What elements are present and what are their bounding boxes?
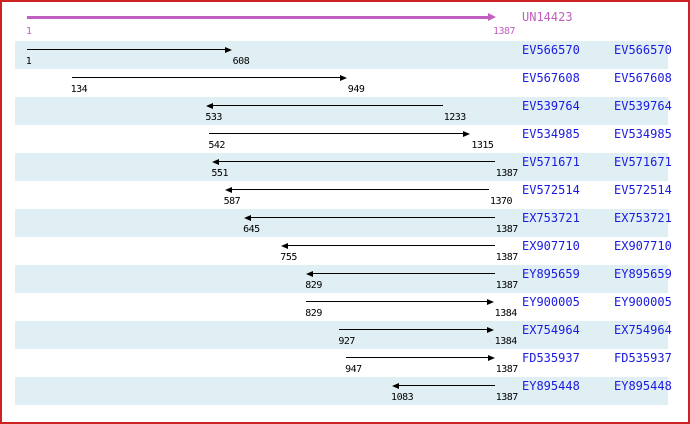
alignment-row: 927 1384 EX754964 EX754964 (15, 321, 672, 349)
alignment-arrow (212, 105, 443, 106)
arrowhead-left-icon (392, 382, 400, 389)
accession-label[interactable]: EV571671 (522, 155, 580, 169)
end-coordinate: 1387 (495, 280, 519, 291)
contig-name: UN14423 (522, 10, 573, 24)
arrowhead-right-icon (339, 74, 347, 81)
alignment-arrow (398, 385, 495, 386)
start-coordinate: 645 (243, 224, 260, 235)
accession-label-duplicate[interactable]: EX753721 (614, 211, 672, 225)
accession-label-duplicate[interactable]: EY895448 (614, 379, 672, 393)
accession-label-duplicate[interactable]: EV534985 (614, 127, 672, 141)
arrowhead-left-icon (306, 270, 314, 277)
arrowhead-left-icon (244, 214, 252, 221)
accession-label-duplicate[interactable]: EY895659 (614, 267, 672, 281)
arrowhead-left-icon (281, 242, 289, 249)
alignment-arrow (209, 133, 465, 134)
start-coordinate: 134 (70, 84, 88, 95)
alignment-row: 533 1233 EV539764 EV539764 (15, 97, 672, 125)
alignment-row: 542 1315 EV534985 EV534985 (15, 125, 671, 153)
start-coordinate: 551 (211, 168, 228, 179)
arrowhead-right-icon (486, 326, 494, 333)
accession-label[interactable]: EV567608 (522, 71, 580, 85)
end-coordinate: 1315 (471, 140, 494, 151)
start-coordinate: 1 (25, 56, 32, 67)
arrowhead-right-icon (224, 46, 232, 53)
accession-label[interactable]: EX753721 (522, 211, 580, 225)
accession-label[interactable]: EV572514 (522, 183, 580, 197)
accession-label-duplicate[interactable]: EX754964 (614, 323, 672, 337)
arrowhead-left-icon (224, 186, 232, 193)
end-coordinate: 1387 (495, 392, 519, 403)
start-coordinate: 947 (345, 364, 362, 375)
accession-label-duplicate[interactable]: EV539764 (614, 99, 672, 113)
alignment-arrow (306, 301, 488, 302)
end-coordinate: 1387 (495, 168, 519, 179)
end-coordinate: 1233 (443, 112, 467, 123)
accession-label[interactable]: EV566570 (522, 43, 580, 57)
end-coordinate: 949 (347, 84, 365, 95)
arrowhead-right-icon (463, 130, 471, 137)
accession-label[interactable]: EV534985 (522, 127, 580, 141)
start-coordinate: 587 (223, 196, 241, 207)
arrowhead-right-icon (487, 354, 495, 361)
arrowhead-left-icon (212, 158, 220, 165)
start-coordinate: 829 (305, 308, 322, 319)
alignment-row: 829 1384 EY900005 EY900005 (15, 293, 672, 321)
accession-label-duplicate[interactable]: EV572514 (614, 183, 672, 197)
accession-label[interactable]: FD535937 (522, 351, 580, 365)
start-coordinate: 755 (280, 252, 297, 263)
alignment-arrow (230, 189, 489, 190)
alignment-arrow (346, 357, 489, 358)
end-coordinate: 1387 (495, 252, 519, 263)
accession-label[interactable]: EX754964 (522, 323, 580, 337)
contig-arrowhead-icon (488, 13, 496, 21)
alignment-row: 1 608 EV566570 EV566570 (15, 41, 672, 69)
accession-label[interactable]: EX907710 (522, 239, 580, 253)
accession-label-duplicate[interactable]: EV567608 (614, 71, 672, 85)
alignment-row: 134 949 EV567608 EV567608 (15, 69, 672, 97)
alignment-arrow (287, 245, 495, 246)
accession-label-duplicate[interactable]: EV571671 (614, 155, 672, 169)
alignment-row: 587 1370 EV572514 EV572514 (15, 181, 672, 209)
end-coordinate: 1384 (494, 308, 518, 319)
end-coordinate: 1387 (495, 224, 519, 235)
accession-label[interactable]: EV539764 (522, 99, 580, 113)
end-coordinate: 608 (232, 56, 250, 67)
arrowhead-right-icon (486, 298, 494, 305)
end-coordinate: 1387 (495, 364, 519, 375)
end-coordinate: 1384 (494, 336, 518, 347)
alignment-arrow (339, 329, 488, 330)
accession-label-duplicate[interactable]: FD535937 (614, 351, 672, 365)
alignment-arrow (26, 49, 226, 50)
contig-start-coordinate: 1 (26, 26, 32, 37)
start-coordinate: 533 (205, 112, 222, 123)
accession-label[interactable]: EY900005 (522, 295, 580, 309)
accession-label-duplicate[interactable]: EV566570 (614, 43, 672, 57)
contig-end-coordinate: 1387 (493, 26, 516, 37)
end-coordinate: 1370 (489, 196, 513, 207)
alignment-arrow (312, 273, 495, 274)
alignment-arrow (250, 217, 495, 218)
alignment-arrow (218, 161, 495, 162)
accession-label-duplicate[interactable]: EX907710 (614, 239, 672, 253)
accession-label[interactable]: EY895448 (522, 379, 580, 393)
start-coordinate: 542 (208, 140, 225, 151)
start-coordinate: 1083 (391, 392, 414, 403)
start-coordinate: 829 (305, 280, 322, 291)
start-coordinate: 927 (338, 336, 355, 347)
arrowhead-left-icon (206, 102, 214, 109)
alignment-arrow (71, 77, 341, 78)
contig-arrow (26, 15, 489, 19)
accession-label[interactable]: EY895659 (522, 267, 580, 281)
accession-label-duplicate[interactable]: EY900005 (614, 295, 672, 309)
